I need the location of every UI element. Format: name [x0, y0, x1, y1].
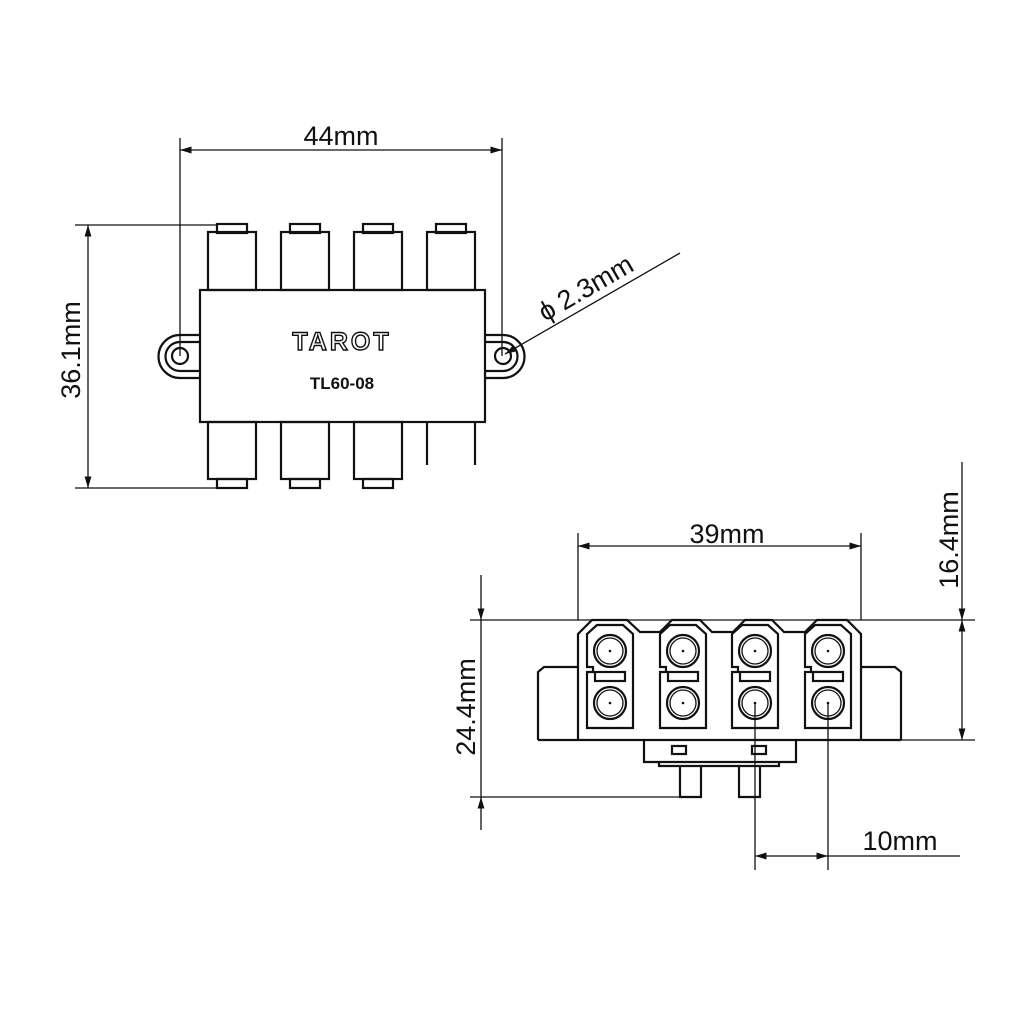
tube-bottom [206, 420, 258, 481]
terminal-pocket [658, 623, 708, 730]
center-mark [826, 649, 830, 653]
terminal-hole-inner [669, 637, 697, 665]
terminal-hole-inner [596, 689, 624, 717]
key-slot [811, 670, 845, 683]
tube-cap [288, 477, 322, 490]
side-flanges [536, 665, 903, 742]
tube-bottom [279, 420, 331, 481]
terminal-hole [665, 685, 701, 721]
body-height-dimension: 16.4mm [934, 491, 964, 589]
terminal-hole-inner [596, 637, 624, 665]
pitch-dimension: 10mm [862, 826, 937, 856]
hole-leader-line [504, 252, 681, 355]
terminal-hole [737, 633, 773, 669]
connector-tubes [206, 222, 477, 490]
key-slot [666, 670, 700, 683]
total-height-dimension: 24.4mm [451, 658, 481, 756]
key-slot [593, 670, 627, 683]
terminal-hole-inner [814, 637, 842, 665]
terminal-hole [665, 633, 701, 669]
pins [657, 762, 781, 799]
tube-top [425, 230, 477, 292]
top-view: TAROT TL60-08 44mm 36.1mm ϕ 2.3mm [56, 121, 681, 490]
terminal-hole-inner [741, 637, 769, 665]
terminal-pocket [585, 623, 635, 730]
tube-cap [215, 477, 249, 490]
tube-bottom [352, 420, 404, 481]
center-mark [681, 701, 685, 705]
front-view: 39mm 16.4mm 24.4mm 10mm [451, 462, 975, 870]
terminal-pocket [730, 623, 780, 730]
terminal-hole [592, 633, 628, 669]
front-width-dimension: 39mm [689, 519, 764, 549]
terminal-hole [810, 633, 846, 669]
width-dimension: 44mm [303, 121, 378, 151]
terminal-pocket [803, 623, 853, 730]
right-mount-ear [485, 333, 526, 380]
brand-logo: TAROT [292, 328, 391, 356]
terminal-pockets [585, 623, 853, 730]
center-mark [753, 649, 757, 653]
center-mark [608, 649, 612, 653]
model-label: TL60-08 [310, 374, 374, 393]
terminal-hole-inner [669, 689, 697, 717]
tube-top [352, 230, 404, 292]
terminal-hole [592, 685, 628, 721]
tube-top [206, 230, 258, 292]
left-mount-ear [157, 333, 200, 380]
base-block [642, 740, 798, 764]
center-mark [681, 649, 685, 653]
hole-dimension: 2.3mm [552, 249, 638, 316]
key-slot [738, 670, 772, 683]
center-mark [608, 701, 612, 705]
body [198, 288, 487, 424]
tube-top [279, 230, 331, 292]
height-dimension: 36.1mm [56, 301, 86, 399]
tube-cap [361, 477, 395, 490]
